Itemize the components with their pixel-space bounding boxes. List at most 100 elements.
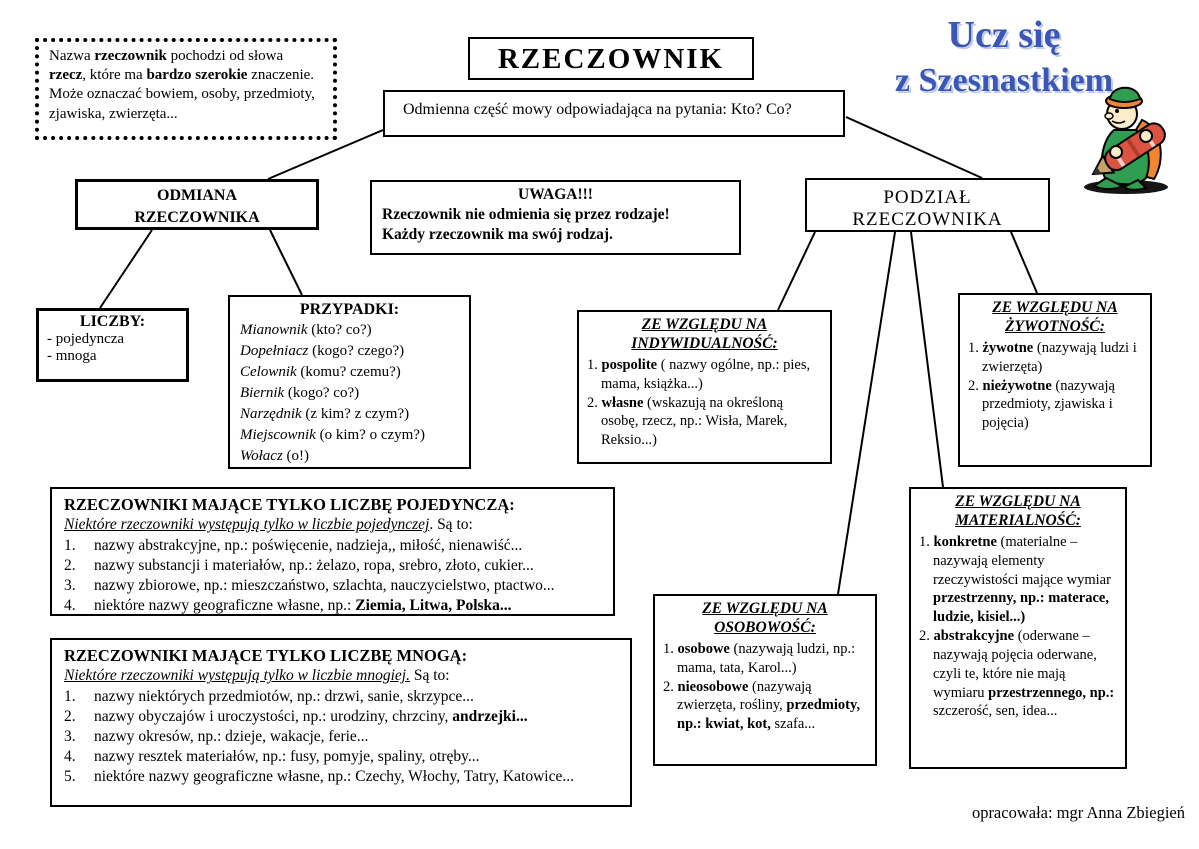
numbered-item: 3.nazwy okresów, np.: dzieje, wakacje, f… [64,727,618,747]
liczby-item: - pojedyncza [47,331,125,347]
category-item: 2. nieżywotne (nazywają przedmioty, zjaw… [968,377,1142,434]
text-segment: pochodzi od słowa [166,48,284,64]
line-podzial-to-zywotnosc [1010,231,1038,294]
line-subtitle-to-podzial [845,116,983,179]
numbered-item: 5. niektóre nazwy geograficzne własne, np… [64,767,618,787]
item-text: nazwy niektórych przedmiotów, np.: drzwi… [94,687,618,707]
credit-text: opracowała: mgr Anna Zbiegień [971,803,1185,822]
category-item: 2. nieosobowe (nazywają zwierzęta, rośli… [663,678,867,735]
item-number: 4. [64,597,76,614]
uwaga-box: UWAGA!!! Rzeczownik nie odmienia się prz… [370,180,741,255]
text-segment: Celownik [240,364,297,380]
item-text: nazwy zbiorowe, np.: mieszczaństwo, szla… [94,576,601,596]
text-segment: Wołacz [240,448,283,464]
podzial-box: PODZIAŁ RZECZOWNIKA [805,178,1050,232]
logo-line-1: Ucz się [947,14,1061,56]
line-subtitle-to-odmiana [267,129,384,180]
case-item: Celownik (komu? czemu?) [240,362,459,383]
item-text: nazwy abstrakcyjne, np.: poświęcenie, na… [94,536,601,556]
case-item: Dopełniacz (kogo? czego?) [240,341,459,362]
numbered-item: 4.niektóre nazwy geograficzne własne, np… [64,596,601,616]
text-segment: materace, ludzie, kisiel...) [933,590,1109,626]
text-segment: 1. [919,533,934,550]
main-title-box: RZECZOWNIK [468,37,754,80]
tylko-mnoga-list: 1.nazwy niektórych przedmiotów, np.: drz… [64,687,618,788]
tylko-pojedyncza-header: RZECZOWNIKI MAJĄCE TYLKO LICZBĘ POJEDYNC… [64,495,515,514]
text-segment: żywotne [982,339,1034,356]
text-segment: 2. [919,628,934,645]
materialnosc-title-line-1: ZE WZGLĘDU NA [955,493,1081,510]
text-segment: Mianownik [240,322,308,338]
numbered-item: 2. nazwy substancji i materiałów, np.: że… [64,556,601,576]
text-segment: (z kim? z czym?) [301,406,410,422]
text-segment: niektóre nazwy geograficzne własne, np.:… [94,768,574,786]
numbered-item: 3. nazwy zbiorowe, np.: mieszczaństwo, sz… [64,576,601,596]
text-segment: (oderwane – nazywają pojęcia oderwane, c… [933,628,1097,701]
text-segment: nieosobowe [677,678,749,695]
text-segment: , które ma [82,67,147,84]
item-text: nazwy obyczajów i uroczystości, np.: uro… [94,707,618,727]
text-segment: osobowe [677,640,730,657]
item-number: 3. [64,576,76,594]
text-segment: nazwy resztek materiałów, np.: fusy, pom… [94,748,480,765]
line-podzial-to-materialnosc [910,231,944,488]
category-item: 1. żywotne (nazywają ludzi i zwierzęta) [968,339,1142,377]
numbered-item: 1. nazwy abstrakcyjne, np.: poświęcenie, … [64,536,601,556]
text-segment: andrzejki... [452,707,528,725]
odmiana-title-line-1: ODMIANA [157,187,237,204]
intro-note-text: Nazwa rzeczownik pochodzi od słowa rzecz… [49,48,315,122]
line-podzial-to-indywidualnosc [777,231,816,311]
text-segment: (wskazują na określoną osobę, rzecz, np.… [601,394,788,449]
liczby-list: - pojedyncza- mnoga [47,331,178,365]
case-item: Narzędnik (z kim? z czym?) [240,404,459,425]
text-segment: nazwy substancji i materiałów, np.: żela… [94,556,534,574]
line-podzial-to-osobowosc [837,231,896,595]
indywidualnosc-box: ZE WZGLĘDU NA INDYWIDUALNOŚĆ: 1. pospoli… [577,310,832,464]
liczby-title: LICZBY: [79,313,146,330]
text-segment: (o!) [282,448,310,464]
item-number: 2. [64,707,76,725]
text-segment: (materialne – nazywają elementy rzeczywi… [933,533,1111,588]
item-number: 1. [64,536,76,554]
text-segment: (nazywają przedmioty, zjawiska i pojęcia… [982,377,1115,432]
mascot-elf-illustration [1084,86,1168,194]
text-segment: nazwy zbiorowe, np.: mieszczaństwo, szla… [94,576,555,594]
tylko-pojedyncza-subheader: Niektóre rzeczowniki występują tylko w l… [64,515,601,535]
line-odmiana-to-przypadki [269,229,303,296]
text-segment: nieżywotne [982,377,1052,394]
item-text: nazwy resztek materiałów, np.: fusy, pom… [94,747,618,767]
text-segment: Niektóre rzeczowniki występują tylko w l… [64,667,410,685]
text-segment: Miejscownik [240,427,316,443]
text-segment: . Są to: [429,516,473,534]
text-segment: przestrzenny, np.: [933,590,1045,607]
line-odmiana-to-liczby [99,229,153,309]
odmiana-title-line-2: RZECZOWNIKA [134,208,260,226]
tylko-mnoga-subheader: Niektóre rzeczowniki występują tylko w l… [64,666,618,686]
materialnosc-list: 1. konkretne (materialne – nazywają elem… [919,533,1117,721]
text-segment: (nazywają ludzi i zwierzęta) [982,339,1137,375]
page-title: RZECZOWNIK [497,43,725,75]
category-item: 1. pospolite ( nazwy ogólne, np.: pies, … [587,356,822,394]
tylko-pojedyncza-list: 1. nazwy abstrakcyjne, np.: poświęcenie, … [64,536,601,617]
text-segment: 2. [587,394,602,411]
text-segment: rzeczownik [94,48,167,64]
case-item: Miejscownik (o kim? o czym?) [240,425,459,446]
text-segment: przestrzennego, np.: [988,684,1115,701]
text-segment: (kogo? czego?) [308,343,405,359]
text-segment: 1. [968,339,983,356]
zywotnosc-title-line-1: ZE WZGLĘDU NA [992,299,1118,316]
text-segment: Ziemia, Litwa, Polska... [355,597,512,614]
item-number: 2. [64,556,76,574]
text-segment: 1. [663,640,678,657]
text-segment: nazwy niektórych przedmiotów, np.: drzwi… [94,687,474,705]
zywotnosc-box: ZE WZGLĘDU NA ŻYWOTNOŚĆ: 1. żywotne (naz… [958,293,1152,467]
text-segment: 2. [968,377,983,394]
logo-text: Ucz się z Szesnastkiem [888,12,1120,102]
numbered-item: 1.nazwy niektórych przedmiotów, np.: drz… [64,687,618,707]
tylko-mnoga-header: RZECZOWNIKI MAJĄCE TYLKO LICZBĘ MNOGĄ: [64,646,468,665]
item-number: 5. [64,768,76,786]
przypadki-title: PRZYPADKI: [299,301,400,318]
item-text: niektóre nazwy geograficzne własne, np.:… [94,767,618,787]
category-item: 1. osobowe (nazywają ludzi, np.: mama, t… [663,640,867,678]
